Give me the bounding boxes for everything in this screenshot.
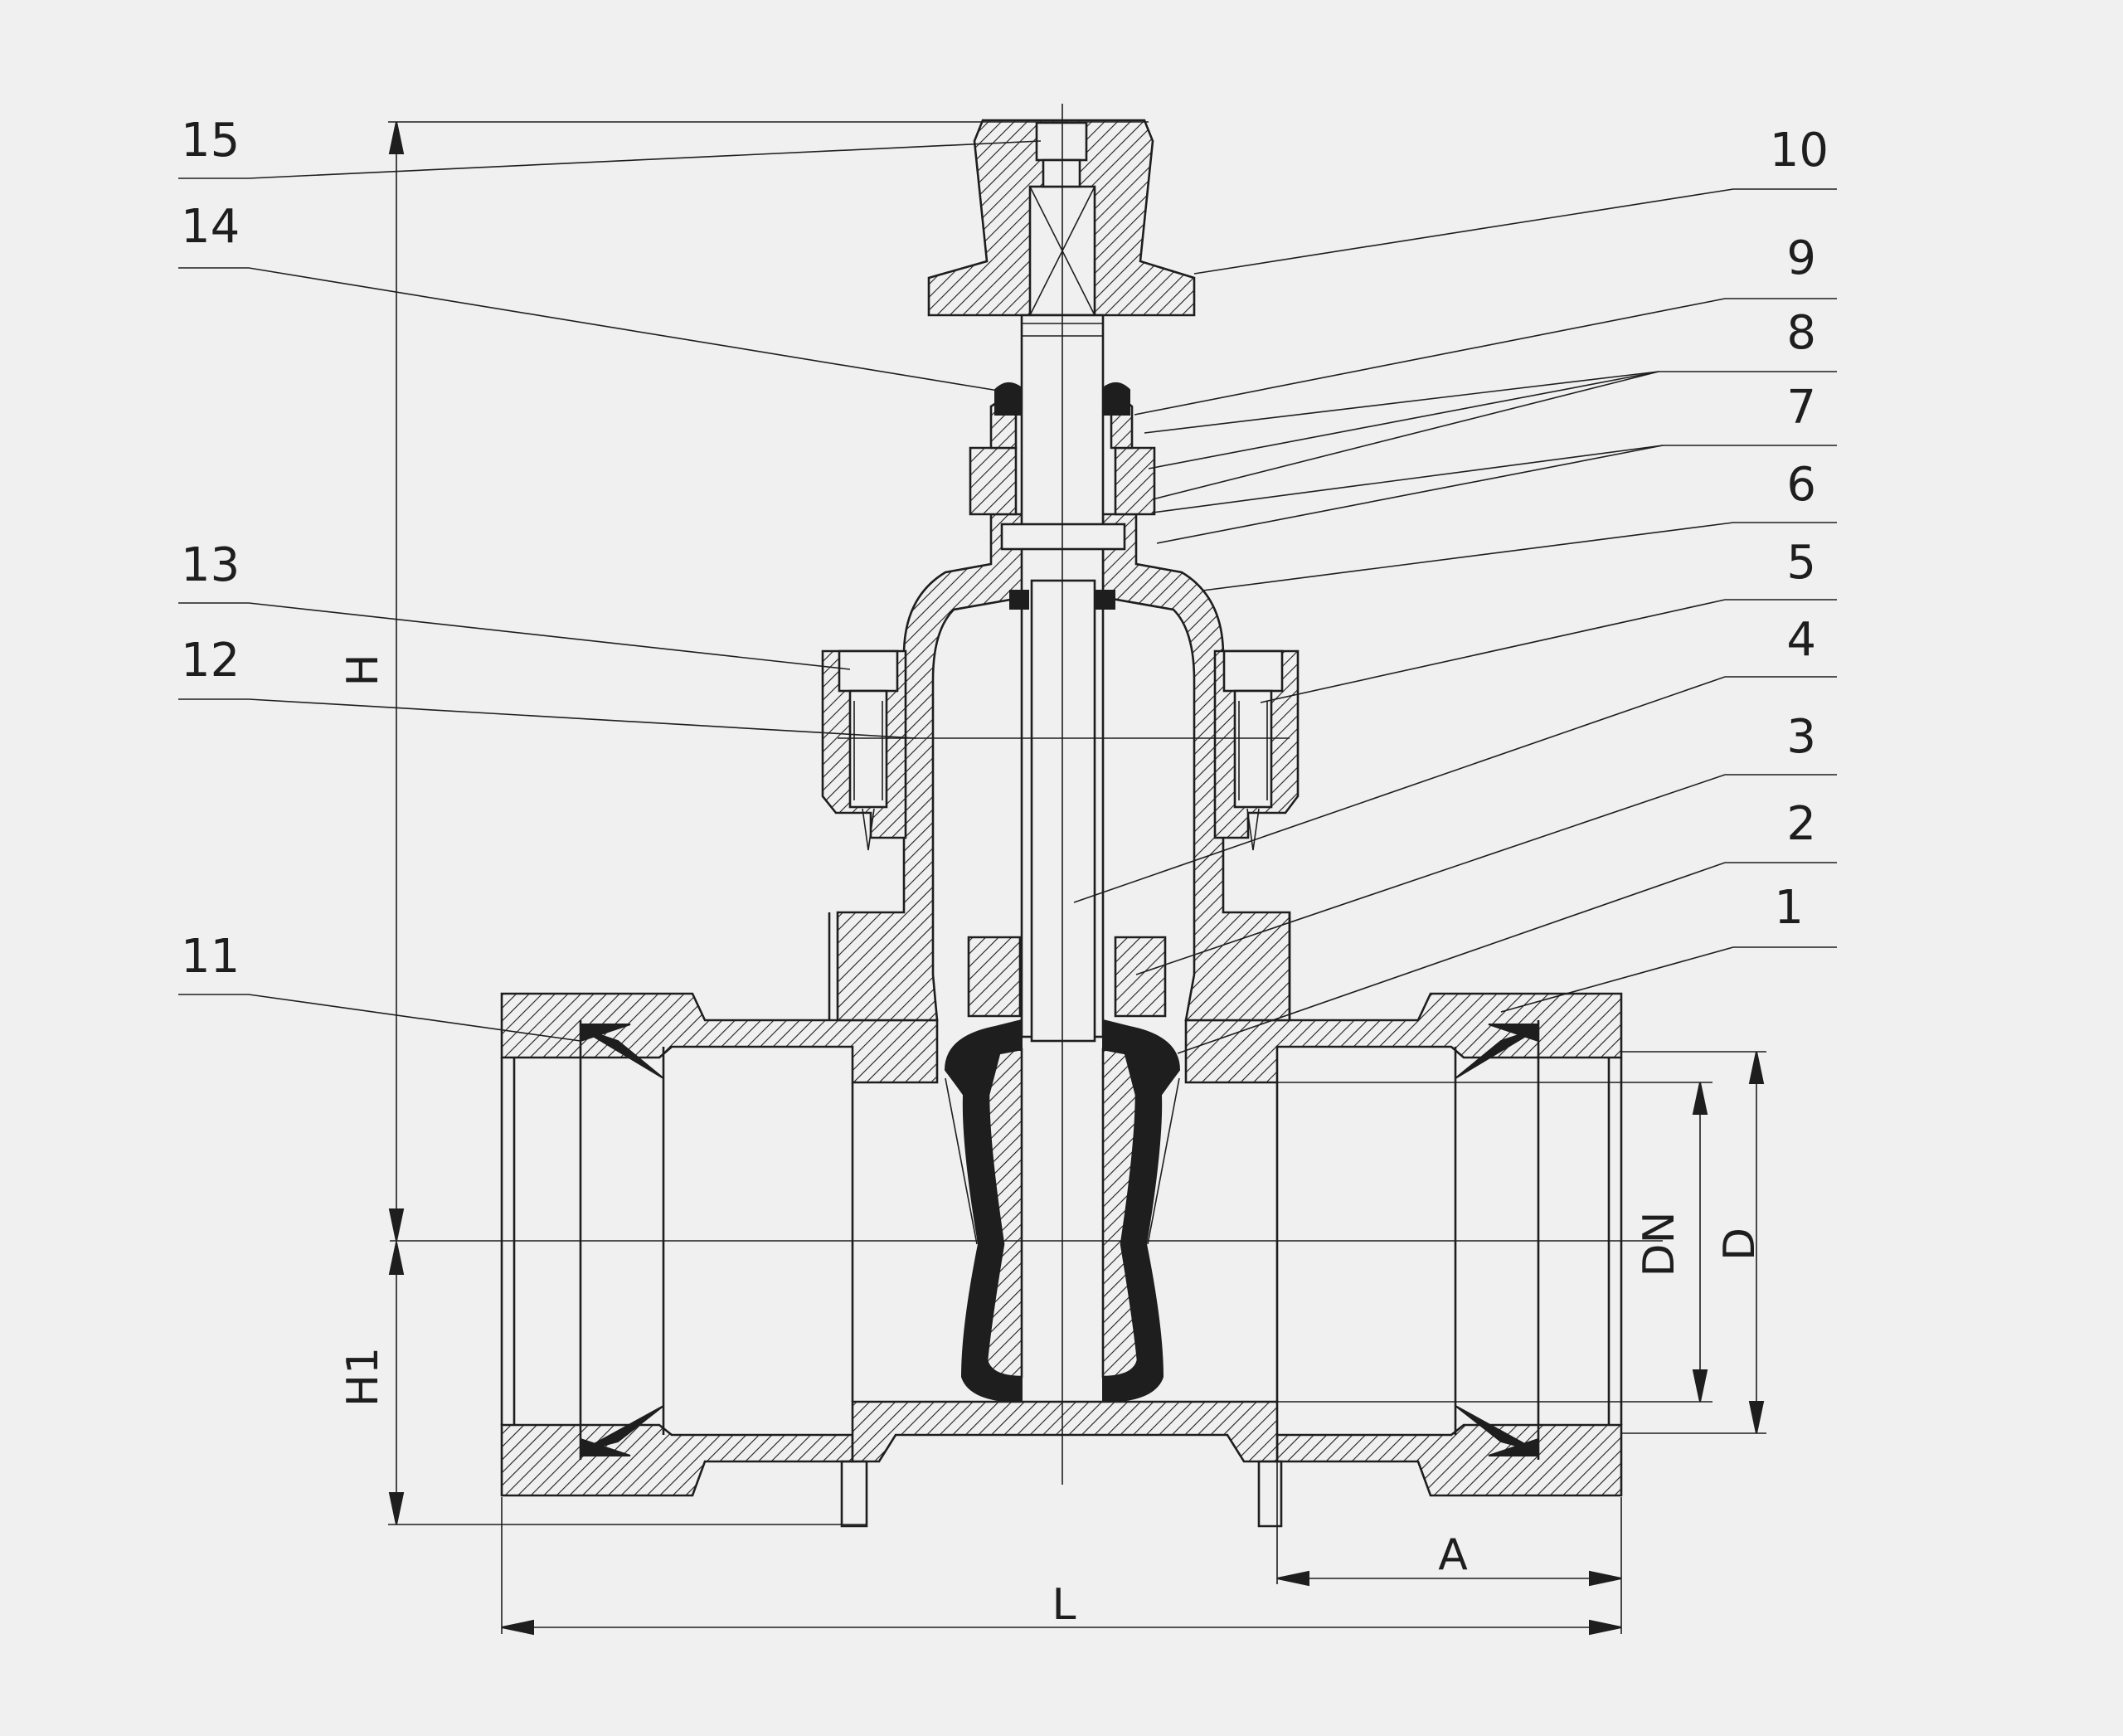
dim-label-D: D [1715, 1228, 1765, 1261]
part-number-labels: 15 14 13 12 11 10 9 8 7 6 5 4 3 2 1 [181, 114, 1829, 984]
dim-label-A: A [1438, 1530, 1468, 1580]
operating-cap [927, 119, 1196, 317]
part-label-11: 11 [181, 930, 240, 984]
socket-bores [500, 1020, 1623, 1460]
part-label-4: 4 [1786, 613, 1816, 667]
dimension-labels: H H1 L A DN D [338, 654, 1765, 1630]
part-label-13: 13 [181, 538, 240, 592]
part-label-7: 7 [1786, 381, 1816, 435]
part-label-12: 12 [181, 634, 240, 688]
part-label-1: 1 [1774, 881, 1804, 935]
part-label-9: 9 [1786, 231, 1816, 285]
part-label-15: 15 [181, 114, 240, 168]
bonnet-bolts [838, 649, 1284, 851]
part-label-14: 14 [181, 200, 240, 254]
dim-label-H: H [338, 654, 388, 686]
dimension-lines [388, 121, 1766, 1636]
part-label-6: 6 [1786, 458, 1816, 512]
part-label-10: 10 [1770, 124, 1829, 177]
part-label-5: 5 [1786, 536, 1816, 590]
dim-label-H1: H1 [338, 1347, 388, 1407]
o-rings [994, 382, 1130, 610]
dim-label-DN: DN [1635, 1212, 1684, 1277]
part-label-2: 2 [1786, 797, 1816, 851]
wedge [944, 1019, 1181, 1403]
seal-rings [580, 1024, 1539, 1456]
dim-label-L: L [1052, 1580, 1076, 1630]
stem [1000, 314, 1126, 1043]
part-label-8: 8 [1786, 306, 1816, 360]
leader-lines [178, 140, 1837, 1054]
part-label-3: 3 [1786, 710, 1816, 764]
